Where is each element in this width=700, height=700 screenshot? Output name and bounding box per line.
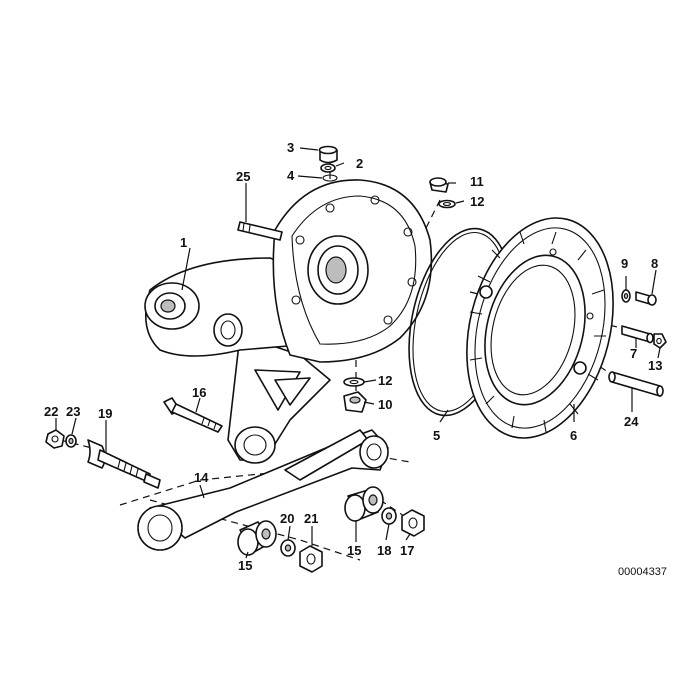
callout-23: 23 [66, 404, 80, 419]
seal-2 [320, 163, 336, 173]
callout-22: 22 [44, 404, 58, 419]
sleeve-7 [621, 325, 654, 344]
callout-15-left: 15 [238, 558, 252, 573]
callout-15-right: 15 [347, 543, 361, 558]
bolt-8 [635, 291, 657, 306]
bushing-15-right [344, 486, 384, 522]
seal-ring-12-bottom [343, 377, 365, 387]
torque-strut-14 [137, 429, 389, 551]
callout-12-bottom: 12 [378, 373, 392, 388]
washer-23 [65, 434, 77, 448]
nut-13 [653, 333, 667, 349]
callout-8: 8 [651, 256, 658, 271]
callout-10: 10 [378, 397, 392, 412]
callout-7: 7 [630, 346, 637, 361]
callout-9: 9 [621, 256, 628, 271]
callout-19: 19 [98, 406, 112, 421]
callout-1: 1 [180, 235, 187, 250]
nut-10 [343, 391, 367, 413]
seal-ring-12-top [438, 199, 456, 209]
callout-20: 20 [280, 511, 294, 526]
callout-25: 25 [236, 169, 250, 184]
final-drive-housing [144, 179, 433, 464]
callout-12-top: 12 [470, 194, 484, 209]
stud-25 [237, 221, 283, 241]
callout-14: 14 [194, 470, 209, 485]
washer-18 [381, 507, 397, 525]
nut-17 [401, 509, 425, 537]
callout-18: 18 [377, 543, 391, 558]
callout-3: 3 [287, 140, 294, 155]
bushing-15-left [237, 520, 277, 556]
diagram-reference-number: 00004337 [618, 566, 667, 578]
pin-24 [608, 371, 664, 397]
callout-5: 5 [433, 428, 440, 443]
cap-3 [318, 145, 338, 164]
callout-24: 24 [624, 414, 639, 429]
washer-9 [621, 289, 631, 303]
nut-21 [299, 545, 323, 573]
callout-13: 13 [648, 358, 662, 373]
screw-plug-11 [429, 177, 449, 193]
callout-labels: 1 2 3 4 5 6 7 8 9 10 11 12 12 13 14 15 1… [44, 140, 662, 573]
callout-16: 16 [192, 385, 206, 400]
housing-cover-6 [466, 217, 614, 439]
bolt-16 [163, 397, 223, 433]
callout-11: 11 [470, 174, 484, 189]
bolt-19 [87, 439, 161, 489]
callout-21: 21 [304, 511, 318, 526]
callout-2: 2 [356, 156, 363, 171]
callout-17: 17 [400, 543, 414, 558]
callout-6: 6 [570, 428, 577, 443]
ring-4 [322, 174, 338, 182]
washer-20 [280, 539, 296, 557]
nut-22 [45, 429, 65, 449]
callout-4: 4 [287, 168, 295, 183]
leader-lines [55, 147, 661, 559]
